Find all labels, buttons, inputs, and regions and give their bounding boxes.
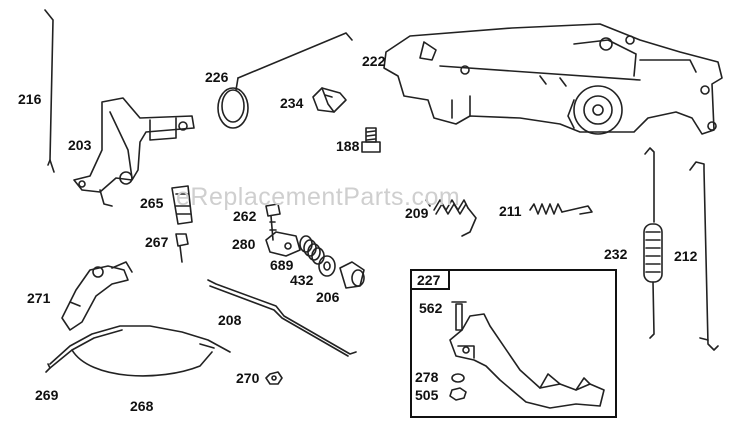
- label-432: 432: [290, 272, 314, 288]
- part-265-clip: [171, 185, 193, 225]
- label-265: 265: [140, 195, 164, 211]
- part-216-rod: [44, 9, 55, 173]
- label-216: 216: [18, 91, 42, 107]
- label-211: 211: [499, 203, 522, 219]
- part-188-screw: [361, 127, 381, 153]
- label-208: 208: [218, 312, 242, 328]
- label-232: 232: [604, 246, 628, 262]
- part-211-spring: [529, 203, 593, 215]
- label-267: 267: [145, 234, 169, 250]
- part-212-rod: [689, 161, 719, 351]
- label-226: 226: [205, 69, 229, 85]
- label-270: 270: [236, 370, 260, 386]
- part-234-clip: [312, 87, 347, 113]
- part-208-link-rod: [207, 279, 357, 357]
- label-262: 262: [233, 208, 257, 224]
- label-278: 278: [415, 369, 439, 385]
- assembly-227-box: [410, 269, 617, 418]
- label-271: 271: [27, 290, 51, 306]
- label-280: 280: [232, 236, 256, 252]
- label-269: 269: [35, 387, 59, 403]
- part-206-bushing: [339, 261, 365, 289]
- label-203: 203: [68, 137, 92, 153]
- assembly-227-tab: [410, 269, 450, 290]
- label-227: 227: [417, 272, 441, 288]
- part-262-screw: [265, 203, 281, 241]
- label-689: 689: [270, 257, 294, 273]
- part-232-spring-rod: [643, 147, 663, 339]
- label-212: 212: [674, 248, 698, 264]
- label-234: 234: [280, 95, 304, 111]
- part-267-screw: [175, 233, 189, 263]
- label-188: 188: [336, 138, 360, 154]
- label-268: 268: [130, 398, 154, 414]
- label-222: 222: [362, 53, 386, 69]
- part-432-washer: [318, 255, 336, 277]
- label-209: 209: [405, 205, 429, 221]
- part-209-spring: [425, 199, 477, 237]
- label-562: 562: [419, 300, 443, 316]
- watermark: eReplacementParts.com: [176, 183, 461, 211]
- part-226-choke-link: [217, 32, 353, 129]
- part-269-cable: [45, 325, 231, 377]
- part-222-control-bracket: [383, 23, 723, 135]
- part-203-bracket: [73, 97, 195, 207]
- label-505: 505: [415, 387, 439, 403]
- part-227-bracket-assembly: [449, 301, 605, 409]
- part-270-nut: [265, 371, 283, 385]
- label-206: 206: [316, 289, 340, 305]
- part-271-lever: [61, 261, 133, 331]
- part-280-plate: [265, 231, 301, 257]
